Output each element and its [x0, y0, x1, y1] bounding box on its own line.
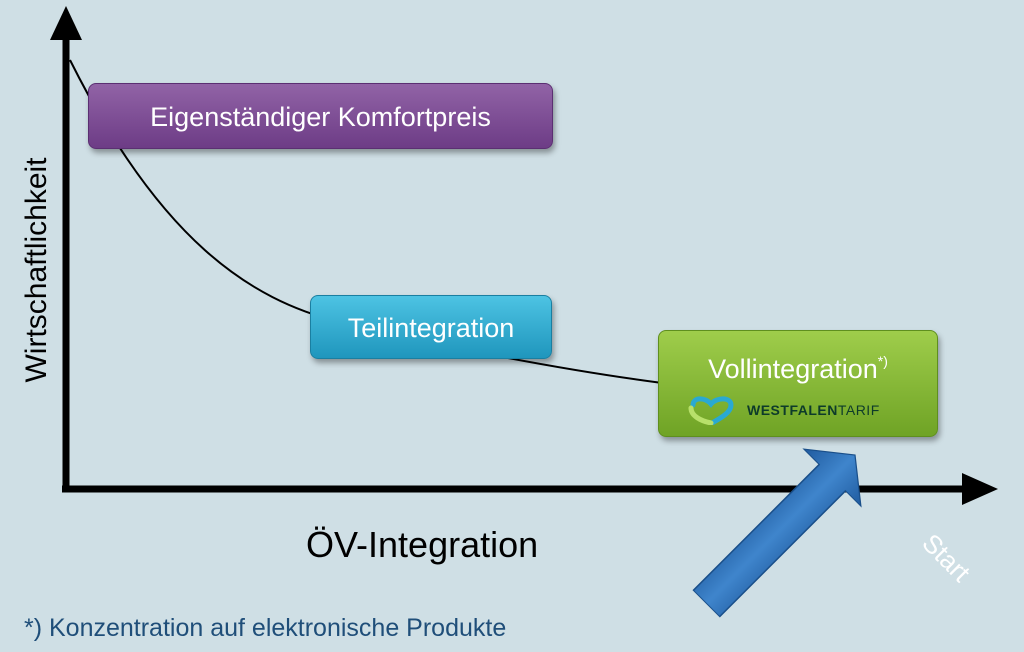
teilintegration-box: Teilintegration	[310, 295, 552, 359]
vollintegration-box: Vollintegration*) WESTFALENTARIF	[658, 330, 938, 437]
westfalentarif-heart-logo-icon	[688, 396, 734, 425]
footnote: *) Konzentration auf elektronische Produ…	[24, 614, 507, 642]
wordmark-bold: WESTFALEN	[747, 402, 838, 418]
teilintegration-label: Teilintegration	[347, 313, 515, 343]
footnote-marker: *)	[877, 353, 888, 369]
start-arrow	[692, 448, 862, 618]
westfalentarif-logo: WESTFALENTARIF	[687, 395, 917, 425]
y-axis-arrowhead	[50, 6, 82, 40]
vollintegration-title: Vollintegration*)	[659, 345, 937, 385]
x-axis-arrowhead	[962, 473, 998, 505]
wordmark-light: TARIF	[837, 402, 880, 418]
x-axis-label: ÖV-Integration	[306, 524, 539, 565]
komfortpreis-label: Eigenständiger Komfortpreis	[150, 102, 491, 132]
vollintegration-label: Vollintegration	[708, 354, 878, 384]
westfalentarif-wordmark: WESTFALENTARIF	[747, 402, 880, 418]
komfortpreis-box: Eigenständiger Komfortpreis	[88, 83, 553, 149]
y-axis-label: Wirtschaftlichkeit	[20, 157, 53, 383]
